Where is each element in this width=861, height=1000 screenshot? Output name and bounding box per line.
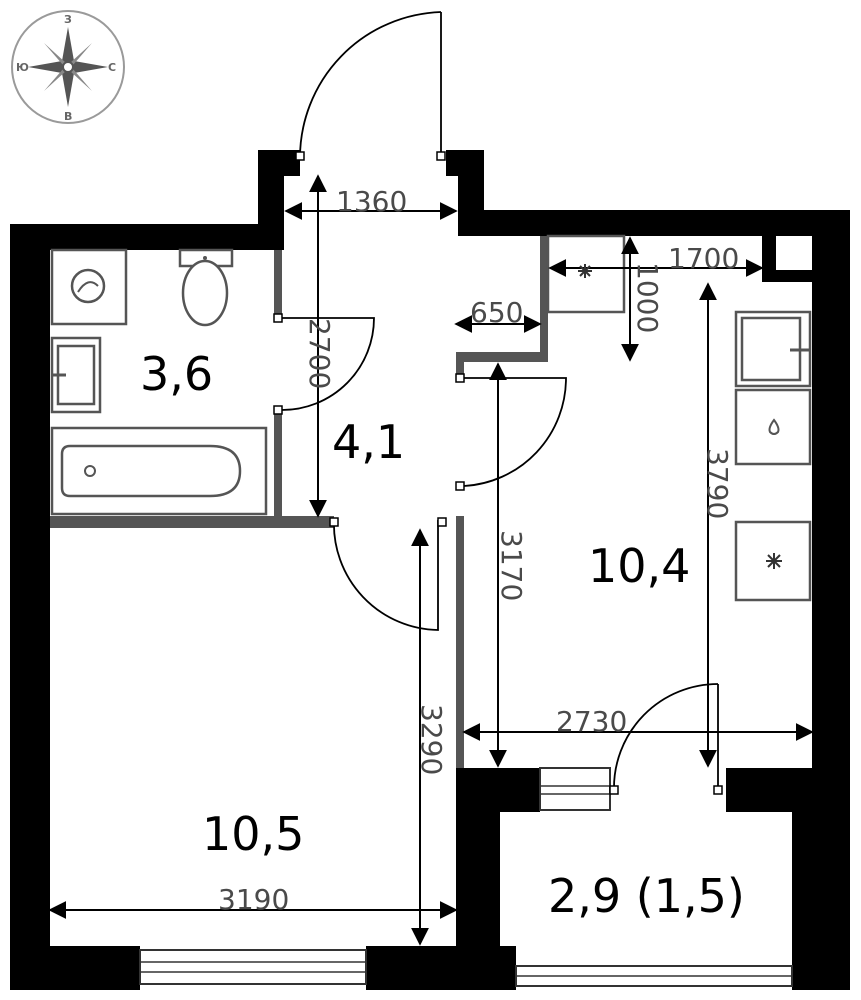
dim-niche-width: 650 <box>470 296 523 329</box>
dim-kitchen-width: 2730 <box>556 705 627 738</box>
dim-bedroom-width: 3190 <box>218 883 289 916</box>
compass-south-label: В <box>64 110 72 123</box>
toilet-icon <box>178 248 234 327</box>
room-areas: 3,6 4,1 10,4 10,5 2,9 (1,5) <box>140 347 745 923</box>
area-bedroom: 10,5 <box>202 807 304 861</box>
dim-niche-depth: 1000 <box>631 262 664 333</box>
exterior-walls <box>10 150 850 990</box>
dimension-lines <box>48 174 814 946</box>
area-hallway: 4,1 <box>332 415 405 469</box>
bathroom-fixtures <box>50 248 268 516</box>
dim-kitchen-length: 3790 <box>701 448 734 519</box>
dim-hall-length: 2700 <box>303 318 336 389</box>
compass-north-label: З <box>64 13 72 26</box>
dim-bedroom-length: 3290 <box>415 704 448 775</box>
bathtub-icon <box>50 426 268 516</box>
compass-icon: З В С Ю <box>11 10 125 124</box>
compass-west-label: Ю <box>16 61 29 74</box>
dim-kitchen-top: 1700 <box>668 242 739 275</box>
dim-entry-width: 1360 <box>336 185 407 218</box>
area-kitchen: 10,4 <box>588 539 690 593</box>
dimension-labels: 1360 2700 650 1000 1700 3790 3170 2730 3… <box>218 185 739 916</box>
sink-icon <box>50 336 102 414</box>
doors <box>273 11 723 795</box>
area-bathroom: 3,6 <box>140 347 213 401</box>
area-balcony: 2,9 (1,5) <box>548 869 745 923</box>
compass-east-label: С <box>108 61 116 74</box>
asterisk-icon <box>578 264 592 278</box>
dim-kitchen-depth: 3170 <box>495 530 528 601</box>
kitchen-sink-icon <box>734 310 812 388</box>
stove-icon <box>766 553 782 569</box>
interior-partitions <box>50 236 548 768</box>
windows <box>139 767 793 987</box>
